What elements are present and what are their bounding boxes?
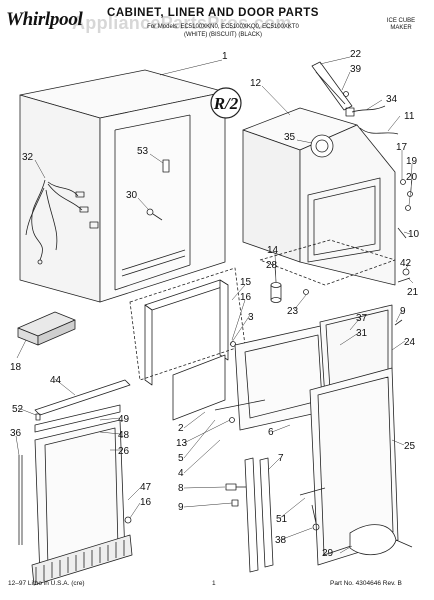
callout-35: 35 (284, 132, 296, 143)
callout-10: 10 (408, 229, 420, 240)
door-gasket-block (17, 311, 76, 346)
callout-31: 31 (356, 328, 368, 339)
hinge-hardware (397, 268, 411, 283)
callout-29: 29 (322, 548, 334, 559)
revision-badge-text: R/2 (213, 94, 239, 113)
model-list: For Models: EC5100XKN0, EC5100XKQ0, EC51… (110, 23, 336, 39)
callout-26: 26 (118, 446, 130, 457)
bottom-hardware (299, 487, 326, 531)
door-trim-and-panel (18, 379, 133, 586)
callout-2: 2 (178, 423, 184, 434)
callout-23: 23 (287, 306, 299, 317)
evaporator-bracket (311, 61, 353, 111)
callout-3: 3 (248, 312, 254, 323)
drain-fitting (270, 282, 282, 303)
part-number: Part No. 4304646 Rev. B (330, 580, 402, 587)
callout-labels: 1 22 39 12 34 11 32 53 35 17 19 20 30 10… (10, 49, 420, 559)
callout-32: 32 (22, 152, 34, 163)
callout-15: 15 (240, 277, 252, 288)
callout-7: 7 (278, 453, 284, 464)
callout-22: 22 (350, 49, 362, 60)
callout-16-lower: 16 (140, 497, 152, 508)
diagram-title: CABINET, LINER AND DOOR PARTS (107, 7, 319, 19)
callout-1: 1 (222, 51, 228, 62)
callout-42: 42 (400, 258, 412, 269)
callout-8: 8 (178, 483, 184, 494)
callout-11: 11 (404, 111, 415, 122)
callout-48: 48 (118, 430, 130, 441)
door-hinge-parts (225, 457, 274, 573)
power-cord (345, 105, 386, 117)
callout-34: 34 (386, 94, 398, 105)
screw-23 (303, 289, 309, 295)
callout-18: 18 (10, 362, 22, 373)
callout-9-lower: 9 (178, 502, 184, 513)
callout-51: 51 (276, 514, 288, 525)
callout-16: 16 (240, 292, 252, 303)
callout-5: 5 (178, 453, 184, 464)
model-line-2: (WHITE) (BISCUIT) (BLACK) (184, 32, 262, 38)
callout-49: 49 (118, 414, 130, 425)
brand-logo: Whirlpool (6, 9, 83, 30)
watermark: AppliancePartsPros.com (72, 13, 292, 33)
callout-38: 38 (275, 535, 287, 546)
outer-door-panel (309, 319, 403, 566)
ice-scoop (349, 524, 413, 556)
product-type-label: ICE CUBE MAKER (386, 18, 416, 31)
callout-17: 17 (396, 142, 408, 153)
print-code: 12–97 Litho in U.S.A. (cre) (8, 580, 85, 587)
front-frame (129, 267, 246, 386)
callout-4: 4 (178, 468, 184, 479)
callout-25: 25 (404, 441, 416, 452)
cabinet-liner (242, 107, 396, 286)
page-number: 1 (212, 580, 216, 587)
cabinet-outline (19, 69, 226, 303)
callout-47: 47 (140, 482, 152, 493)
drain-hose (359, 127, 399, 135)
callout-52: 52 (12, 404, 24, 415)
callout-9-top: 9 (400, 306, 406, 317)
revision-badge (210, 87, 242, 119)
leader-lines (15, 56, 414, 554)
cabinet-clips (146, 159, 170, 221)
model-line-1: For Models: EC5100XKN0, EC5100XKQ0, EC51… (147, 24, 299, 30)
callout-53: 53 (137, 146, 149, 157)
callout-21: 21 (407, 287, 419, 298)
wiring-harness (25, 179, 99, 265)
callout-36: 36 (10, 428, 22, 439)
callout-24: 24 (404, 337, 416, 348)
callout-39: 39 (350, 64, 362, 75)
callout-44: 44 (50, 375, 62, 386)
callout-30: 30 (126, 190, 138, 201)
callout-12: 12 (250, 78, 262, 89)
callout-14: 14 (267, 245, 279, 256)
callout-37: 37 (356, 313, 368, 324)
callout-20: 20 (406, 172, 418, 183)
callout-13: 13 (176, 438, 188, 449)
callout-6: 6 (268, 427, 274, 438)
callout-28: 28 (266, 260, 278, 271)
callout-19: 19 (406, 156, 418, 167)
